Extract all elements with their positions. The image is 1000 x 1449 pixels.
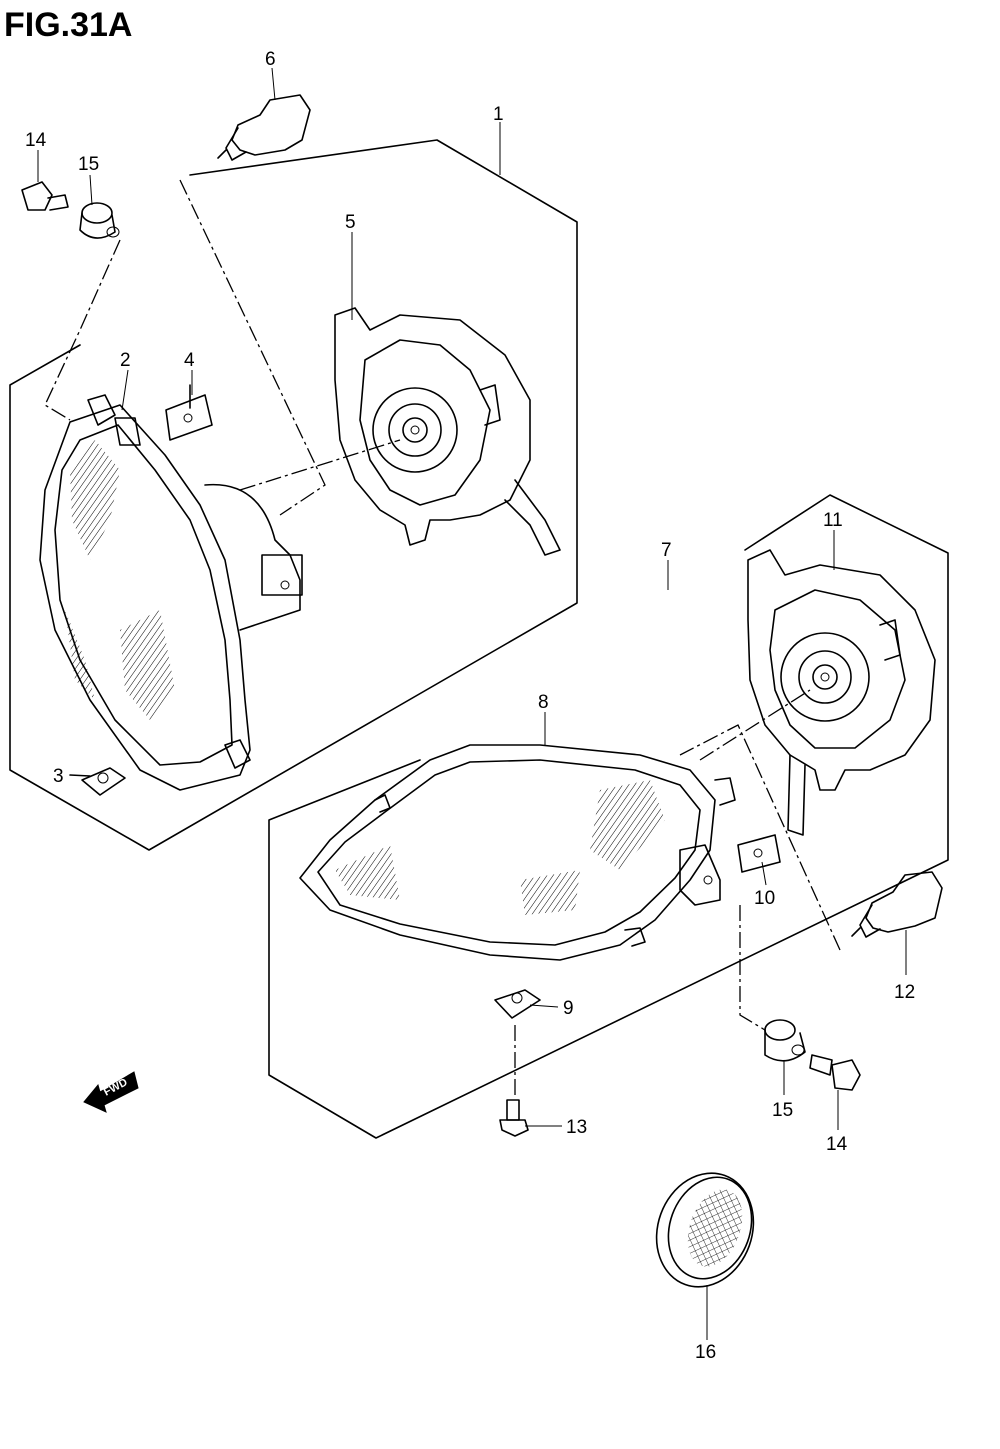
callout-15-upper: 15 <box>78 154 99 175</box>
callout-7: 7 <box>661 540 672 561</box>
bulb-lower <box>851 871 943 938</box>
assembly-frame-lower <box>268 494 949 1139</box>
callout-6: 6 <box>265 49 276 70</box>
callout-5: 5 <box>345 212 356 233</box>
figure-title: FIG.31A <box>4 6 132 44</box>
callout-13: 13 <box>566 1117 587 1138</box>
grommet-upper <box>79 202 120 239</box>
callout-1: 1 <box>493 104 504 125</box>
callout-16: 16 <box>695 1342 716 1363</box>
assembly-line-socket-lower <box>699 689 811 761</box>
callout-11: 11 <box>823 510 843 531</box>
callout-15-lower: 15 <box>772 1100 793 1121</box>
leader-9 <box>529 1004 559 1008</box>
headlight-housing-left <box>39 394 303 791</box>
assembly-frame-upper <box>9 139 578 851</box>
assembly-line-screw-upper <box>44 239 121 421</box>
assembly-line-grommet-lower <box>739 905 766 1031</box>
callout-14-lower: 14 <box>826 1134 848 1155</box>
forward-direction-arrow: FWD <box>83 1071 139 1113</box>
callout-12: 12 <box>894 982 915 1003</box>
callout-4: 4 <box>184 350 195 371</box>
callout-9: 9 <box>563 998 574 1019</box>
callout-8: 8 <box>538 692 549 713</box>
callout-3: 3 <box>53 766 64 787</box>
callout-14-upper: 14 <box>25 130 47 151</box>
nut-clip-upper <box>69 767 126 796</box>
callout-10: 10 <box>754 888 775 909</box>
assembly-line-bulb-upper <box>179 179 326 516</box>
bulb-socket-lower <box>747 549 936 836</box>
grommet-lower <box>764 1019 806 1062</box>
leader-10 <box>761 861 767 886</box>
headlight-housing-right <box>299 744 736 961</box>
screw-upper <box>21 181 69 211</box>
callout-2: 2 <box>120 350 131 371</box>
assembly-line-socket-upper <box>239 439 401 491</box>
bracket-upper <box>165 384 213 441</box>
bulb-upper <box>217 94 311 161</box>
leader-2 <box>121 369 129 411</box>
nut-clip-lower <box>494 989 541 1019</box>
bulb-socket-upper <box>334 307 561 556</box>
bracket-lower <box>737 834 781 873</box>
screw-lower <box>809 1054 861 1091</box>
leader-15a <box>89 174 93 206</box>
reflector <box>655 1172 755 1288</box>
leader-6 <box>271 67 276 101</box>
screw-13 <box>499 1099 529 1137</box>
assembly-line-bulb-lower <box>679 724 841 951</box>
